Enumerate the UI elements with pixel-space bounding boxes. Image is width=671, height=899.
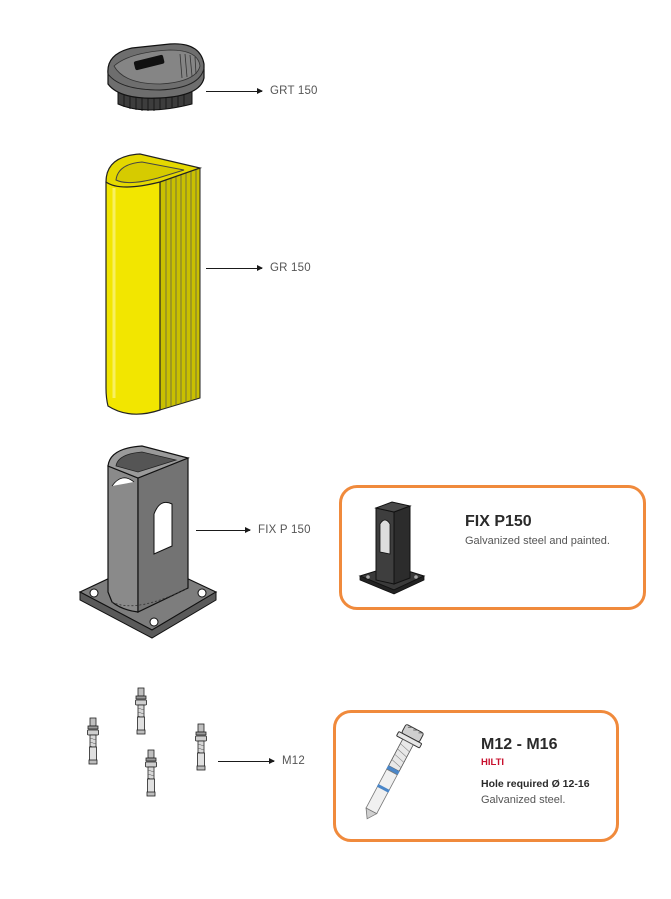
steel-post-icon xyxy=(78,445,218,639)
part-label-fix-p-150: FIX P 150 xyxy=(258,524,311,536)
callout-arrow xyxy=(206,87,263,94)
m12-callout: M12 xyxy=(218,755,305,767)
anchor-bolt-icon xyxy=(87,687,207,797)
painted-post-icon xyxy=(358,501,426,595)
part-label-gr-150: GR 150 xyxy=(270,262,311,274)
hilti-brand: HILTI xyxy=(481,757,505,768)
hole-required-note: Hole required Ø 12-16 xyxy=(481,778,590,790)
yellow-guard-icon xyxy=(105,153,203,415)
fix-p150-description: Galvanized steel and painted. xyxy=(465,535,610,547)
cap-icon xyxy=(107,43,205,111)
callout-arrow xyxy=(196,526,251,533)
part-label-grt-150: GRT 150 xyxy=(270,85,318,97)
part-label-m12: M12 xyxy=(282,755,305,767)
fix-p150-title: FIX P150 xyxy=(465,513,532,530)
fix-p150-info-box: FIX P150 Galvanized steel and painted. xyxy=(339,485,646,610)
anchor-description: Galvanized steel. xyxy=(481,794,566,806)
grt-150-callout: GRT 150 xyxy=(206,85,318,97)
hilti-anchor-icon xyxy=(365,724,424,820)
anchor-info-box: M12 - M16 HILTI Hole required Ø 12-16 Ga… xyxy=(333,710,619,842)
gr-150-callout: GR 150 xyxy=(206,262,311,274)
callout-arrow xyxy=(206,264,263,271)
fix-p-150-callout: FIX P 150 xyxy=(196,524,311,536)
anchor-title: M12 - M16 xyxy=(481,736,558,753)
callout-arrow xyxy=(218,757,275,764)
